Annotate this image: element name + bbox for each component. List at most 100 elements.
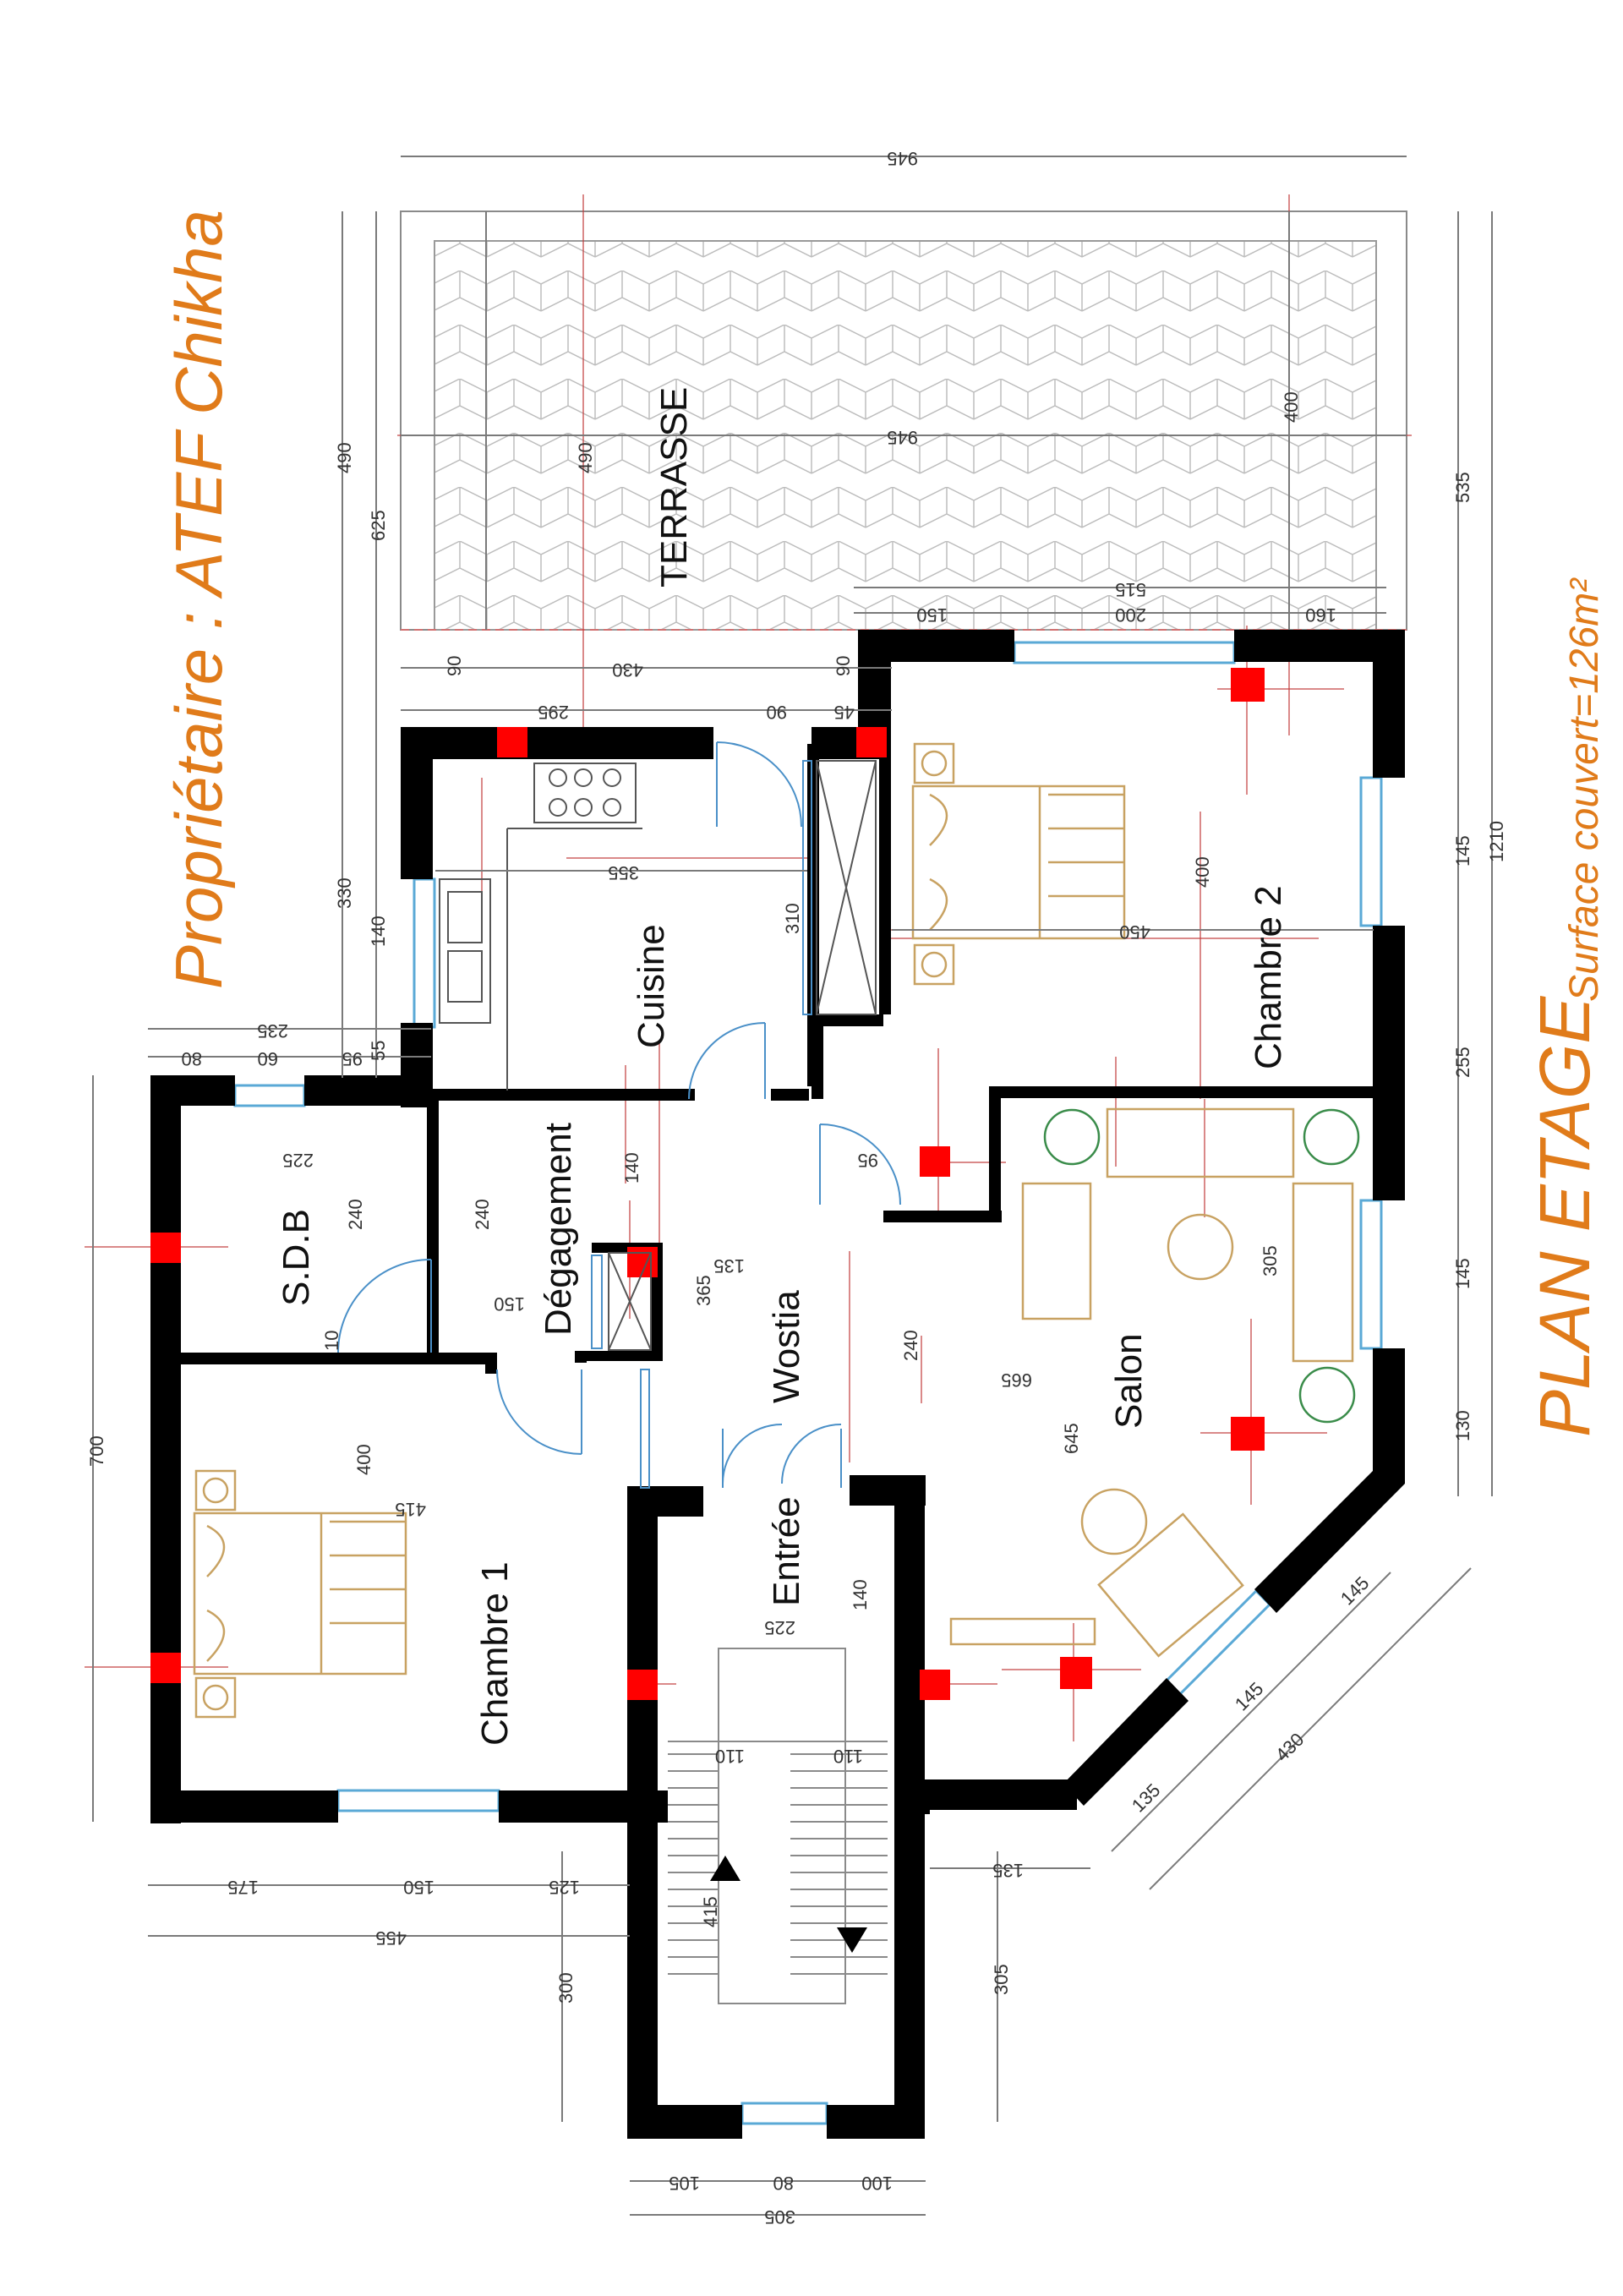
dim-label: 110 bbox=[715, 1746, 745, 1767]
dim-label: 400 bbox=[1281, 391, 1302, 423]
dim-label: 140 bbox=[850, 1579, 871, 1610]
dim-label: 400 bbox=[1192, 856, 1213, 888]
salon-furniture bbox=[949, 1107, 1354, 1658]
plan-title: PLAN ETAGE bbox=[1525, 996, 1604, 1437]
dim-label: 365 bbox=[693, 1275, 714, 1306]
dim-label: 160 bbox=[1305, 604, 1336, 626]
dim-label: 140 bbox=[368, 916, 389, 947]
dim-label: 95 bbox=[858, 1150, 878, 1171]
dim-label: 945 bbox=[887, 148, 918, 169]
dim-label: 490 bbox=[334, 442, 355, 473]
sofa-icon bbox=[1106, 1107, 1295, 1178]
window-kitchen bbox=[413, 877, 436, 1029]
arrow-up-icon bbox=[710, 1856, 740, 1881]
dim-label: 235 bbox=[257, 1020, 288, 1041]
dim-label: 175 bbox=[227, 1877, 259, 1898]
dim-label: 665 bbox=[1001, 1369, 1032, 1391]
dim-label: 150 bbox=[494, 1293, 525, 1315]
kitchen-fixtures bbox=[439, 763, 642, 1091]
staircase bbox=[668, 1648, 888, 2004]
dimension-labels: 945 945 515 150 200 160 430 295 90 45 90… bbox=[86, 148, 1507, 2228]
window-terrace-c2 bbox=[1013, 641, 1236, 664]
dim-label: 135 bbox=[713, 1255, 745, 1276]
dim-label: 80 bbox=[182, 1048, 202, 1069]
dim-label: 400 bbox=[353, 1444, 374, 1475]
stove-icon bbox=[533, 763, 637, 823]
dim-label: 145 bbox=[1231, 1678, 1268, 1715]
bed-chambre1 bbox=[193, 1469, 407, 1719]
plants bbox=[1043, 1108, 1360, 1424]
dim-label: 295 bbox=[538, 702, 569, 723]
owner-label: Propriétaire : ATEF Chikha bbox=[161, 210, 236, 989]
dim-label: 310 bbox=[782, 903, 803, 934]
room-label-salon: Salon bbox=[1108, 1333, 1150, 1429]
dim-label: 430 bbox=[1271, 1729, 1309, 1766]
dim-label: 10 bbox=[321, 1331, 342, 1351]
dim-label: 430 bbox=[612, 659, 643, 681]
dim-label: 490 bbox=[575, 442, 596, 473]
dim-label: 625 bbox=[368, 510, 389, 541]
pillars bbox=[150, 668, 1265, 1700]
dim-label: 305 bbox=[991, 1964, 1012, 1995]
dim-label: 60 bbox=[258, 1048, 278, 1069]
dim-label: 90 bbox=[767, 702, 787, 723]
dim-label: 450 bbox=[1119, 921, 1150, 943]
dim-label: 100 bbox=[861, 2173, 893, 2194]
dim-label: 700 bbox=[86, 1435, 107, 1467]
dim-label: 130 bbox=[1452, 1410, 1473, 1441]
plant-icon bbox=[1043, 1108, 1101, 1166]
dim-label: 945 bbox=[887, 427, 918, 448]
dim-label: 515 bbox=[1115, 579, 1146, 600]
dim-label: 110 bbox=[833, 1746, 863, 1767]
dim-label: 240 bbox=[472, 1199, 493, 1230]
dim-label: 125 bbox=[549, 1877, 580, 1898]
dim-label: 355 bbox=[608, 862, 639, 883]
surface-label: Surface couvert=126m² bbox=[1562, 577, 1607, 1002]
dim-label: 105 bbox=[669, 2173, 700, 2194]
room-label-entree: Entrée bbox=[766, 1496, 807, 1606]
bed-chambre2 bbox=[911, 742, 1126, 986]
arrow-down-icon bbox=[837, 1927, 867, 1953]
dim-label: 90 bbox=[444, 656, 465, 676]
dim-label: 535 bbox=[1452, 472, 1473, 503]
dim-label: 225 bbox=[764, 1617, 795, 1638]
dim-label: 225 bbox=[282, 1150, 314, 1171]
dim-label: 240 bbox=[900, 1330, 921, 1361]
dim-label: 80 bbox=[773, 2173, 794, 2194]
room-label-degagement: Dégagement bbox=[538, 1123, 579, 1336]
dim-label: 255 bbox=[1452, 1047, 1473, 1078]
room-label-chambre1: Chambre 1 bbox=[474, 1561, 516, 1746]
dim-label: 1210 bbox=[1486, 821, 1507, 862]
dim-label: 200 bbox=[1115, 604, 1146, 626]
sofa-icon bbox=[1292, 1182, 1354, 1363]
room-label-terrasse: TERRASSE bbox=[653, 387, 695, 588]
room-label-cuisine: Cuisine bbox=[631, 924, 672, 1048]
window-stair-bottom bbox=[740, 2102, 828, 2125]
dim-label: 135 bbox=[992, 1860, 1024, 1881]
dim-label: 95 bbox=[342, 1048, 363, 1069]
window-c2-right bbox=[1359, 776, 1383, 927]
dim-label: 150 bbox=[916, 604, 948, 626]
tv-unit-icon bbox=[949, 1617, 1096, 1646]
dim-label: 645 bbox=[1061, 1423, 1082, 1454]
dim-label: 300 bbox=[555, 1972, 577, 2004]
doors bbox=[337, 741, 901, 1489]
dim-label: 240 bbox=[345, 1199, 366, 1230]
dim-label: 150 bbox=[403, 1877, 434, 1898]
dim-label: 145 bbox=[1452, 1258, 1473, 1289]
dim-label: 140 bbox=[621, 1152, 642, 1184]
plant-icon bbox=[1298, 1366, 1356, 1424]
window-salon-right bbox=[1359, 1199, 1383, 1350]
sink-icon bbox=[439, 878, 491, 1024]
dim-label: 305 bbox=[764, 2206, 795, 2228]
dim-label: 305 bbox=[1260, 1245, 1281, 1276]
dim-label: 455 bbox=[375, 1927, 407, 1949]
table-icon bbox=[1167, 1213, 1234, 1281]
dim-label: 145 bbox=[1452, 835, 1473, 866]
terrace bbox=[400, 210, 1407, 631]
dim-label: 45 bbox=[834, 702, 855, 723]
room-label-wostia: Wostia bbox=[766, 1290, 807, 1403]
dim-label: 415 bbox=[395, 1499, 426, 1520]
dimension-lines bbox=[92, 156, 1493, 2216]
